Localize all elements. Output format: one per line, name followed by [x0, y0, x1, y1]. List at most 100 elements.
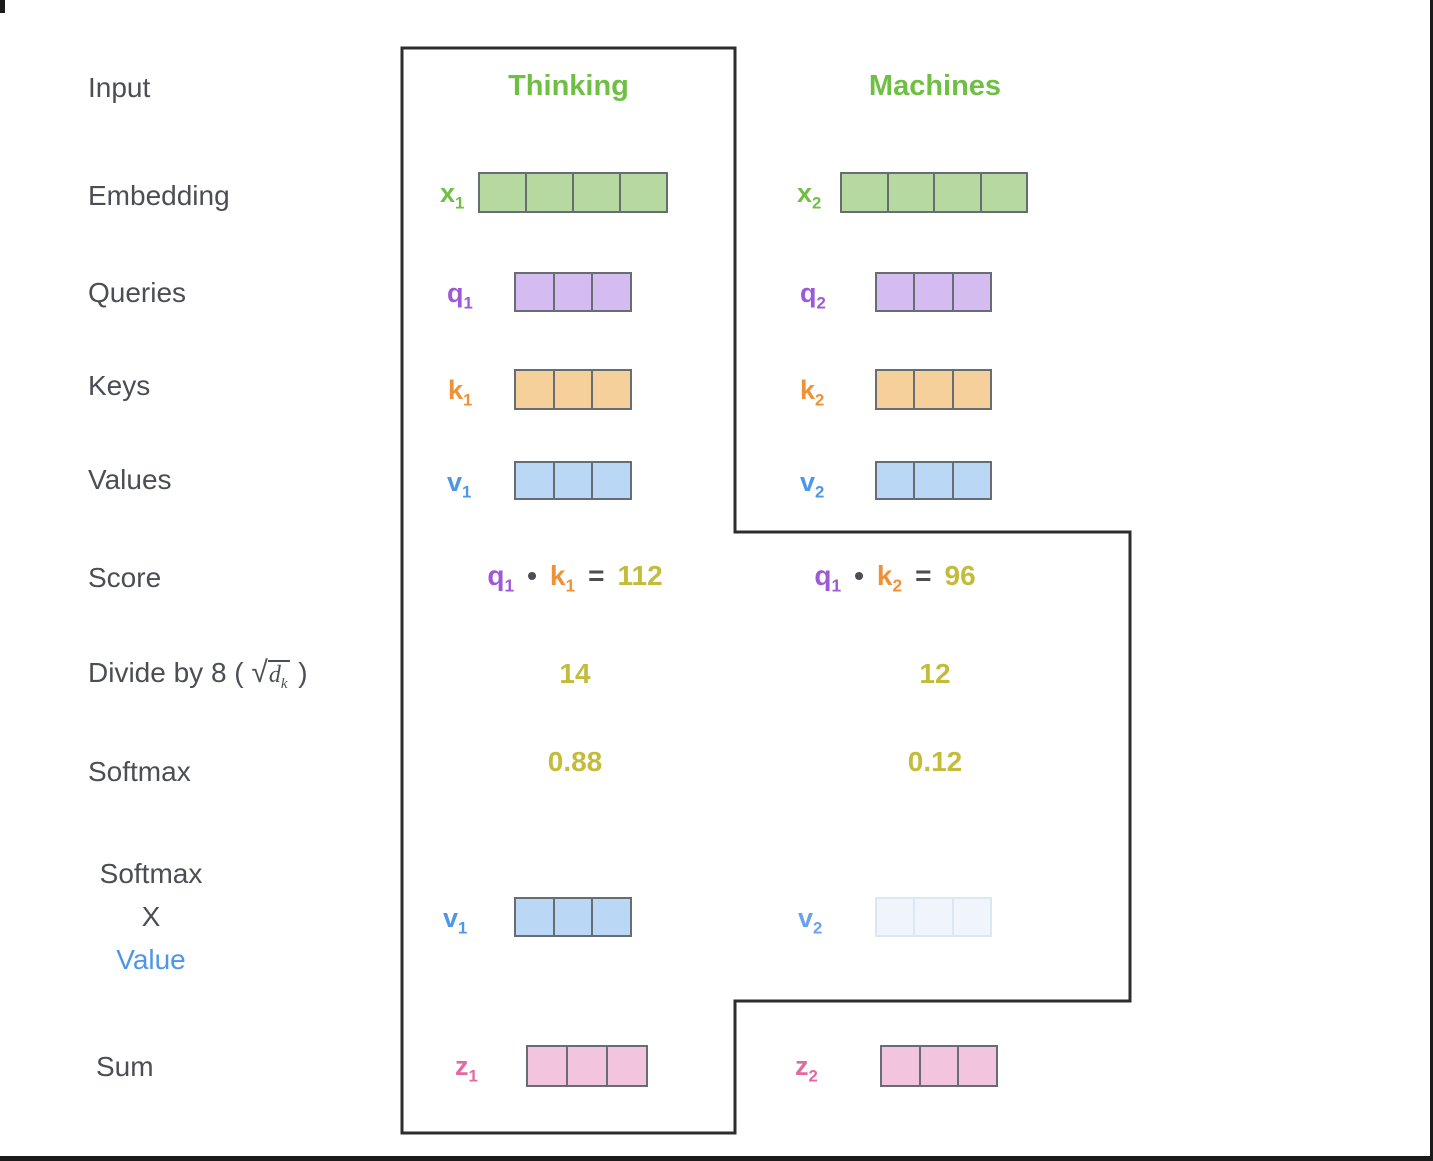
vector-cell	[954, 371, 990, 408]
vector-q1	[514, 272, 632, 312]
vector-label-v1: v1	[447, 467, 471, 502]
equals-sign: =	[588, 560, 605, 591]
label-base: z	[795, 1051, 809, 1081]
eq-k-sub: 2	[892, 575, 903, 596]
score-equation-right: q1 • k2 = 96	[790, 560, 1000, 597]
vector-cell	[555, 899, 594, 935]
column-header-machines: Machines	[868, 70, 1002, 102]
vector-cell	[593, 274, 630, 310]
softmax-value-left: 0.88	[547, 746, 603, 777]
divide-value-right: 12	[919, 658, 951, 689]
vector-cell	[516, 899, 555, 935]
eq-k2: k2	[877, 560, 902, 597]
softmax-x-value-line3: Value	[116, 944, 186, 975]
label-base: x	[440, 178, 456, 208]
vector-cell	[877, 899, 916, 935]
vector-cell	[882, 1047, 921, 1085]
vector-label-z1: z1	[455, 1051, 478, 1086]
label-base: v	[800, 467, 816, 497]
softmax-x-value-line1: Softmax	[99, 858, 203, 889]
score-value-right: 96	[944, 560, 976, 591]
label-sub: 2	[816, 293, 826, 313]
vector-label-x1: x1	[440, 178, 464, 213]
vector-label-k2: k2	[800, 375, 824, 410]
row-label-softmax: Softmax	[88, 756, 191, 787]
eq-k-sub: 1	[565, 575, 576, 596]
label-base: k	[800, 375, 816, 405]
frame-right-edge	[1430, 0, 1433, 1161]
vector-cell	[877, 463, 916, 498]
vector-cell	[954, 463, 990, 498]
vector-v2-weighted-faded	[875, 897, 992, 937]
row-label-input: Input	[88, 72, 151, 103]
label-sub: 2	[813, 918, 823, 938]
softmax-x-value-line2: X	[141, 901, 161, 932]
equals-sign: =	[915, 560, 932, 591]
row-label-score: Score	[88, 562, 162, 593]
vector-cell	[621, 174, 666, 211]
vector-cell	[593, 463, 630, 498]
label-sub: 1	[455, 193, 465, 213]
row-label-divide: Divide by 8 ( √dk )	[88, 656, 308, 693]
vector-label-z2: z2	[795, 1051, 818, 1086]
vector-v1	[514, 461, 632, 500]
eq-q-sub: 1	[831, 575, 842, 596]
vector-k2	[875, 369, 992, 410]
frame-top-left-mark	[0, 0, 5, 13]
eq-q1: q1	[814, 560, 841, 597]
attention-outline-path	[400, 46, 1132, 1135]
vector-cell	[516, 274, 555, 310]
vector-cell	[608, 1047, 646, 1085]
label-base: v	[447, 467, 463, 497]
label-base: v	[798, 903, 814, 933]
sqrt-dk-expression: √dk	[251, 656, 291, 693]
vector-label-q2: q2	[800, 278, 826, 313]
vector-label-k1: k1	[448, 375, 472, 410]
label-base: q	[800, 278, 817, 308]
vector-cell	[842, 174, 889, 211]
score-value-left: 112	[617, 560, 663, 591]
row-label-queries: Queries	[88, 277, 187, 308]
eq-k-base: k	[876, 560, 893, 591]
radicand-sub-k: k	[280, 675, 288, 692]
vector-cell	[877, 274, 916, 310]
eq-q-sub: 1	[504, 575, 515, 596]
dot-product-icon: •	[854, 560, 864, 591]
label-sub: 2	[815, 482, 825, 502]
eq-q-base: q	[487, 560, 505, 591]
vector-cell	[528, 1047, 568, 1085]
label-sub: 1	[468, 1066, 478, 1086]
vector-cell	[921, 1047, 960, 1085]
row-label-values: Values	[88, 464, 172, 495]
label-base: x	[797, 178, 813, 208]
vector-cell	[593, 899, 630, 935]
softmax-value-right: 0.12	[907, 746, 963, 777]
label-sub: 1	[462, 482, 472, 502]
vector-z2	[880, 1045, 998, 1087]
vector-label-x2: x2	[797, 178, 821, 213]
sqrt-radicand: dk	[267, 660, 291, 692]
vector-cell	[568, 1047, 608, 1085]
vector-cell	[935, 174, 982, 211]
label-sub: 2	[812, 193, 822, 213]
vector-cell	[593, 371, 630, 408]
row-label-softmax-x-value: Softmax X Value	[85, 852, 217, 981]
vector-cell	[555, 274, 594, 310]
divide-label-suffix: )	[298, 657, 308, 688]
label-base: k	[448, 375, 464, 405]
label-sub: 2	[808, 1066, 818, 1086]
sqrt-symbol: √	[251, 656, 268, 689]
vector-x1	[478, 172, 668, 213]
eq-k-base: k	[549, 560, 566, 591]
vector-cell	[954, 274, 990, 310]
eq-k1: k1	[550, 560, 575, 597]
score-equation-left: q1 • k1 = 112	[430, 560, 720, 597]
vector-cell	[959, 1047, 996, 1085]
vector-label-v2-weighted: v2	[798, 903, 822, 938]
vector-cell	[877, 371, 916, 408]
label-base: v	[443, 903, 459, 933]
eq-q1: q1	[487, 560, 514, 597]
vector-label-q1: q1	[447, 278, 473, 313]
vector-cell	[480, 174, 527, 211]
